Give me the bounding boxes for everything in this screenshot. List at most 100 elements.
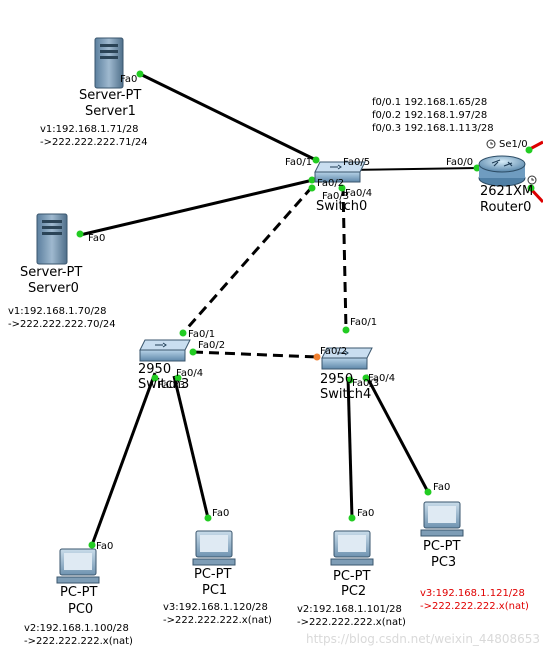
router0-model-label: 2621XM: [480, 184, 534, 199]
pc0-note-line2: ->222.222.222.x(nat): [24, 636, 133, 647]
link-switch3-switch4[interactable]: [192, 350, 319, 359]
link-switch3-pc0[interactable]: [90, 372, 157, 546]
router0-note-line2: f0/0.2 192.168.1.97/28: [372, 110, 488, 121]
pc3-port-label: Fa0: [433, 482, 451, 493]
switch4-icon[interactable]: [321, 347, 373, 370]
status-dot: [527, 184, 535, 192]
pc2-name-label: PC2: [341, 584, 367, 599]
router0-icon[interactable]: [478, 155, 526, 187]
server1-name-label: Server1: [85, 104, 136, 119]
status-dot: [362, 374, 370, 382]
watermark: https://blog.csdn.net/weixin_44808653: [306, 632, 541, 646]
pc1-note-line2: ->222.222.222.x(nat): [163, 615, 272, 626]
link-server0-switch0[interactable]: [79, 178, 314, 237]
pc1-type-label: PC-PT: [194, 567, 232, 582]
link-switch0-router0[interactable]: [344, 167, 479, 171]
switch3-name-label: Switch3: [138, 377, 190, 392]
switch4-port-fa0-4: Fa0/4: [368, 373, 396, 384]
link-switch3-pc1[interactable]: [172, 375, 210, 519]
pc3-name-label: PC3: [431, 555, 457, 570]
switch4-port-fa0-2: Fa0/2: [320, 346, 348, 357]
status-dot: [473, 164, 481, 172]
switch4-name-label: Switch4: [320, 387, 372, 402]
server1-note-line1: v1:192.168.1.71/28: [40, 124, 139, 135]
router0-port-se1-0: Se1/0: [499, 139, 528, 150]
link-server1-switch0[interactable]: [139, 72, 317, 162]
pc1-port-label: Fa0: [212, 508, 230, 519]
status-dot: [342, 326, 350, 334]
pc0-type-label: PC-PT: [60, 585, 98, 600]
switch0-port-fa0-2: Fa0/2: [317, 178, 345, 189]
pc1-note-line1: v3:192.168.1.120/28: [163, 602, 268, 613]
server0-type-label: Server-PT: [20, 265, 83, 280]
link-switch4-pc3[interactable]: [364, 374, 430, 493]
server0-icon[interactable]: [36, 213, 68, 265]
links: [79, 72, 543, 546]
router0-name-label: Router0: [480, 200, 532, 215]
switch3-model-label: 2950: [138, 362, 172, 377]
switch4-port-fa0-1: Fa0/1: [350, 317, 378, 328]
server0-port-label: Fa0: [88, 233, 106, 244]
pc3-note-line2: ->222.222.222.x(nat): [420, 601, 529, 612]
status-dot: [174, 374, 182, 382]
status-dot: [76, 230, 84, 238]
link-switch4-pc2[interactable]: [346, 376, 354, 519]
server0-name-label: Server0: [28, 281, 79, 296]
status-dot: [312, 156, 320, 164]
pc2-icon[interactable]: [330, 530, 374, 566]
server1-icon[interactable]: [94, 37, 124, 89]
switch3-port-fa0-1: Fa0/1: [188, 329, 216, 340]
switch4-port-fa0-3: Fa0/3: [352, 378, 380, 389]
status-dot: [346, 376, 354, 384]
link-switch0-switch3[interactable]: [181, 186, 314, 334]
status-dot: [151, 374, 159, 382]
server0-note-line1: v1:192.168.1.70/28: [8, 306, 107, 317]
pc1-icon[interactable]: [192, 530, 236, 566]
link-switch0-switch4[interactable]: [341, 185, 348, 331]
switch3-port-fa0-3: Fa0/3: [158, 380, 186, 391]
switch0-port-fa0-4: Fa0/4: [345, 188, 373, 199]
switch0-name-label: Switch0: [316, 199, 368, 214]
clock-icon: [527, 175, 537, 185]
status-dot: [348, 514, 356, 522]
pc2-note-line1: v2:192.168.1.101/28: [297, 604, 402, 615]
switch0-port-fa0-5: Fa0/5: [343, 157, 371, 168]
pc0-port-label: Fa0: [96, 541, 114, 552]
pc1-name-label: PC1: [202, 583, 228, 598]
status-dot: [308, 176, 316, 184]
status-dot: [189, 348, 197, 356]
pc3-icon[interactable]: [420, 501, 464, 537]
pc0-name-label: PC0: [68, 602, 94, 617]
server1-type-label: Server-PT: [79, 88, 142, 103]
clock-icon: [486, 139, 496, 149]
switch3-port-fa0-2: Fa0/2: [198, 340, 226, 351]
server0-note-line2: ->222.222.222.70/24: [8, 319, 116, 330]
pc0-icon[interactable]: [56, 548, 100, 584]
pc2-type-label: PC-PT: [333, 569, 371, 584]
status-dot: [88, 541, 96, 549]
pc3-note-line1: v3:192.168.1.121/28: [420, 588, 525, 599]
status-dot: [525, 146, 533, 154]
server1-port-label: Fa0: [120, 74, 138, 85]
router0-port-fa0-0: Fa0/0: [446, 157, 474, 168]
pc0-note-line1: v2:192.168.1.100/28: [24, 623, 129, 634]
router0-note-line3: f0/0.3 192.168.1.113/28: [372, 123, 494, 134]
switch4-model-label: 2950: [320, 372, 354, 387]
pc2-note-line2: ->222.222.222.x(nat): [297, 617, 406, 628]
status-dot: [424, 488, 432, 496]
status-dot-blocking: [313, 353, 321, 361]
pc2-port-label: Fa0: [357, 508, 375, 519]
router0-note-line1: f0/0.1 192.168.1.65/28: [372, 97, 488, 108]
status-dot: [308, 184, 316, 192]
status-dot: [179, 329, 187, 337]
status-dot: [204, 514, 212, 522]
status-dot: [338, 184, 346, 192]
switch0-port-fa0-3: Fa0/3: [322, 191, 350, 202]
switch0-port-fa0-1: Fa0/1: [285, 157, 313, 168]
switch3-icon[interactable]: [139, 339, 191, 362]
server1-note-line2: ->222.222.222.71/24: [40, 137, 148, 148]
switch3-port-fa0-4: Fa0/4: [176, 368, 204, 379]
switch0-icon[interactable]: [314, 161, 366, 183]
pc3-type-label: PC-PT: [423, 539, 461, 554]
